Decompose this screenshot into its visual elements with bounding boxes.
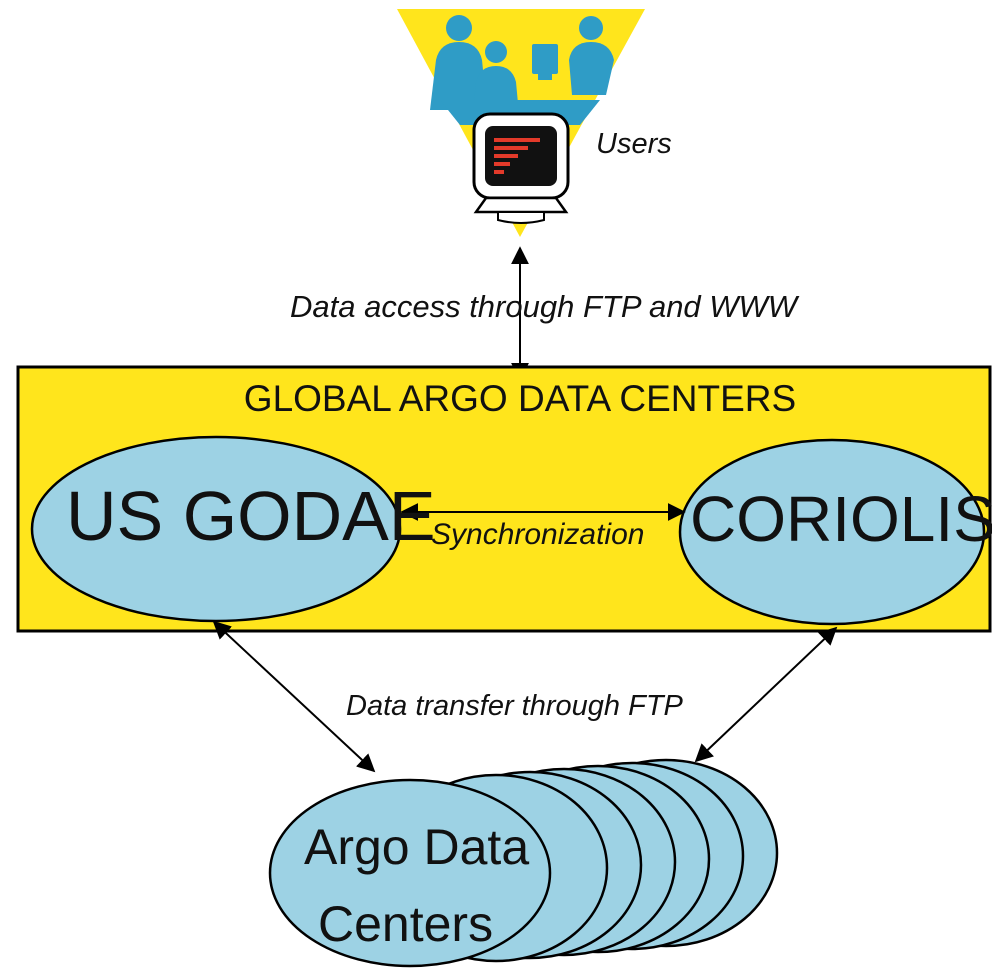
argo-data-centers-stack	[268, 758, 779, 968]
sync-link-label: Synchronization	[431, 518, 645, 551]
transfer-arrow-right	[694, 626, 838, 763]
argo-center-ellipse	[268, 778, 552, 968]
global-centers-title: GLOBAL ARGO DATA CENTERS	[243, 378, 797, 419]
transfer-arrow-left	[212, 620, 376, 773]
monitor-icon	[472, 112, 570, 224]
transfer-link-label: Data transfer through FTP	[346, 690, 683, 722]
users-label: Users	[596, 128, 672, 160]
coriolis-ellipse	[678, 438, 986, 626]
coriolis-label: CORIOLIS	[690, 483, 992, 555]
argo-centers-label-line1: Argo Data	[304, 819, 530, 875]
us-godae-label: US GODAE	[66, 477, 436, 555]
argo-centers-label-line2: Centers	[318, 896, 494, 952]
access-link-label: Data access through FTP and WWW	[290, 289, 798, 324]
